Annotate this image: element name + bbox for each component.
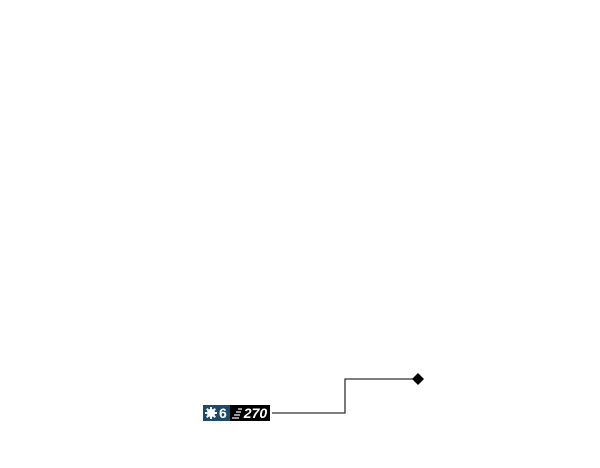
leader-line xyxy=(272,378,418,414)
speed-value: 270 xyxy=(243,405,268,421)
gear-icon xyxy=(205,407,217,419)
count-value: 6 xyxy=(219,405,227,421)
marker-badge[interactable]: 6 270 xyxy=(203,405,271,421)
speed-section: 270 xyxy=(229,405,271,421)
anchor-diamond[interactable] xyxy=(412,373,424,385)
speed-lines-icon xyxy=(231,408,242,419)
count-section: 6 xyxy=(203,405,230,421)
